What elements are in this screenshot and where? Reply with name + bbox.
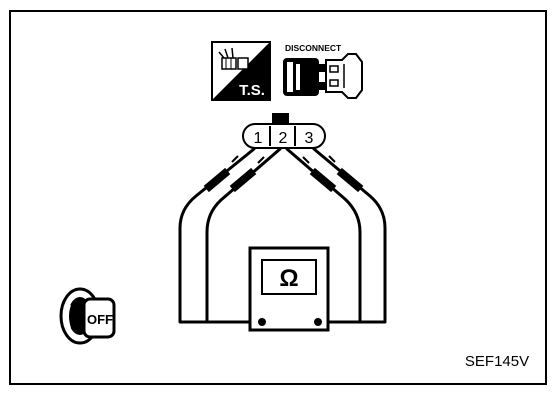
disconnect-connector: DISCONNECT xyxy=(283,43,363,99)
probe-sleeve-right-inner xyxy=(309,167,337,193)
ohmmeter-display xyxy=(261,259,317,295)
meter-terminal-right xyxy=(314,318,322,326)
connector-plug-icon xyxy=(218,47,249,70)
figure-code: SEF145V xyxy=(465,353,529,370)
ignition-off-label: OFF xyxy=(87,312,113,327)
lead-wire-right-outer xyxy=(312,147,387,324)
probe-leads xyxy=(178,147,387,324)
ts-badge-label: T.S. xyxy=(239,82,265,99)
lead-wire-left-outer xyxy=(178,147,264,324)
probe-sleeve-left-inner xyxy=(229,167,257,193)
ohm-symbol: Ω xyxy=(279,265,298,292)
lead-wire-right-inner xyxy=(285,147,362,324)
trouble-shooting-badge: T.S. xyxy=(211,41,271,101)
meter-terminal-left xyxy=(258,318,266,326)
lead-wire-left-inner xyxy=(205,147,282,324)
ohmmeter: Ω xyxy=(248,246,330,332)
terminal-1-label: 1 xyxy=(254,130,263,147)
terminal-3-label: 3 xyxy=(305,130,314,147)
connector-right-half-icon xyxy=(325,53,363,99)
probe-sleeve-left-outer xyxy=(203,167,231,193)
terminal-block: 1 2 3 xyxy=(242,113,326,149)
disconnect-label: DISCONNECT xyxy=(285,43,342,53)
connector-left-half-icon xyxy=(283,58,330,96)
probe-sleeves xyxy=(203,167,364,193)
ignition-key-off-icon: OFF xyxy=(59,287,116,345)
terminal-2-label: 2 xyxy=(279,130,288,147)
probe-sleeve-right-outer xyxy=(336,167,364,193)
terminal-tab xyxy=(272,113,289,126)
